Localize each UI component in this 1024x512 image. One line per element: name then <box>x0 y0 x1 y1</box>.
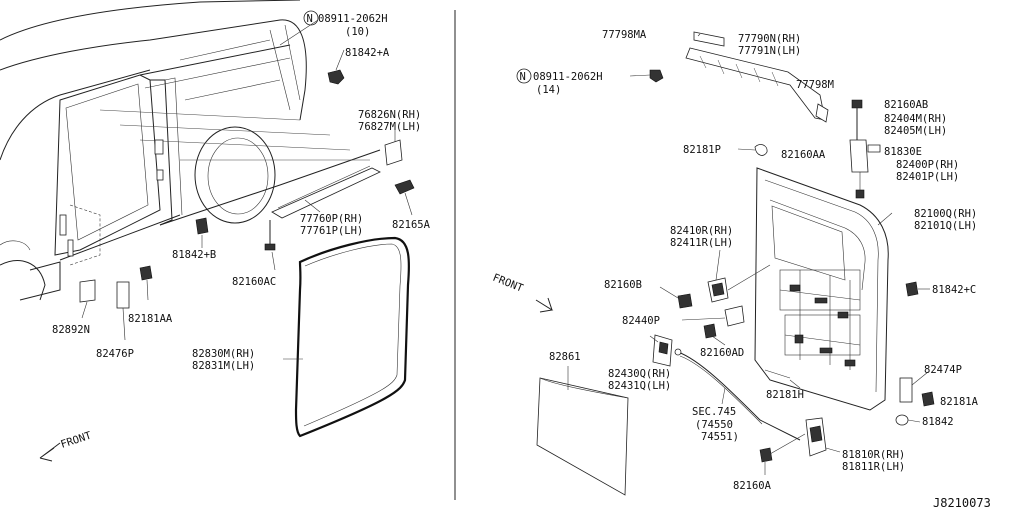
label-sec745: SEC.745 <box>692 406 736 418</box>
label-82165a: 82165A <box>392 219 431 231</box>
protector-82474p <box>899 371 929 403</box>
label-77790n: 77790N(RH) <box>738 33 801 45</box>
label-77798ma: 77798MA <box>602 29 647 41</box>
label-77760p: 77760P(RH) <box>300 213 363 225</box>
label-82160b: 82160B <box>604 279 642 291</box>
label-81842: 81842 <box>922 416 954 428</box>
screw-82160ac <box>264 220 276 271</box>
label-82181p: 82181P <box>683 144 721 156</box>
label-82411r: 82411R(LH) <box>670 237 733 249</box>
label-82430q: 82430Q(RH) <box>608 368 671 380</box>
lower-rail-76826n <box>384 128 403 166</box>
label-82892n: 82892N <box>52 324 90 336</box>
label-82404m: 82404M(RH) <box>884 113 947 125</box>
label-82160a: 82160A <box>733 480 772 492</box>
label-bolt-left-qty: (10) <box>345 26 370 38</box>
diagram-reference: J8210073 <box>933 496 991 510</box>
clip-82181a <box>921 391 935 407</box>
label-81830e: 81830E <box>884 146 922 158</box>
label-82101q: 82101Q(LH) <box>914 220 977 232</box>
label-82474p: 82474P <box>924 364 962 376</box>
label-82160ad: 82160AD <box>700 347 744 359</box>
label-82401p: 82401P(LH) <box>896 171 959 183</box>
label-81842b: 81842+B <box>172 249 216 261</box>
label-76826n: 76826N(RH) <box>358 109 421 121</box>
front-label-right: FRONT <box>491 272 525 295</box>
lock-bracket-82410r <box>707 249 771 303</box>
label-76827m: 76827M(LH) <box>358 121 421 133</box>
label-bolt-right: 08911-2062H <box>533 71 603 83</box>
label-82100q: 82100Q(RH) <box>914 208 977 220</box>
label-77761p: 77761P(LH) <box>300 225 363 237</box>
label-82405m: 82405M(LH) <box>884 125 947 137</box>
front-arrow-left: FRONT <box>39 429 94 462</box>
clip-81842b <box>195 217 209 248</box>
label-82160ac: 82160AC <box>232 276 276 288</box>
label-bolt-left: 08911-2062H <box>318 13 388 25</box>
label-82181aa: 82181AA <box>128 313 173 325</box>
small-parts-lower-left <box>79 265 153 341</box>
label-sec745-b: 74551) <box>701 431 739 443</box>
door-cable-sec745 <box>674 348 801 441</box>
n-symbol-right: N <box>520 71 526 83</box>
latch-82440p <box>681 305 745 327</box>
upper-rail-77790n <box>685 31 829 123</box>
body-side-illustration <box>0 0 381 301</box>
n-symbol-left: N <box>307 13 313 25</box>
screw-82160ad <box>703 323 726 346</box>
label-81842a: 81842+A <box>345 47 390 59</box>
front-label-left: FRONT <box>59 429 93 450</box>
clip-81842c <box>905 281 930 297</box>
label-82160aa: 82160AA <box>781 149 826 161</box>
label-77791n: 77791N(LH) <box>738 45 801 57</box>
clip-82181p <box>737 144 768 156</box>
label-81811r: 81811R(LH) <box>842 461 905 473</box>
label-82400p: 82400P(RH) <box>896 159 959 171</box>
label-82440p: 82440P <box>622 315 660 327</box>
bolt-right-marker: N <box>516 68 664 84</box>
front-arrow-right: FRONT <box>491 272 554 313</box>
label-82861: 82861 <box>549 351 581 363</box>
label-81842c: 81842+C <box>932 284 976 296</box>
label-81810r: 81810R(RH) <box>842 449 905 461</box>
upper-roller-assembly <box>849 99 881 199</box>
label-77798m: 77798M <box>796 79 834 91</box>
handle-82430q <box>649 334 673 367</box>
clip-81842a <box>327 49 345 85</box>
sliding-door-panel <box>754 167 893 411</box>
label-bolt-right-qty: (14) <box>536 84 561 96</box>
label-82830m: 82830M(RH) <box>192 348 255 360</box>
screw-82160b <box>659 286 693 309</box>
label-82181a: 82181A <box>940 396 979 408</box>
sealing-screen-82861 <box>536 366 629 496</box>
screw-82160a <box>759 433 806 475</box>
label-82431q: 82431Q(LH) <box>608 380 671 392</box>
label-82410r: 82410R(RH) <box>670 225 733 237</box>
label-82831m: 82831M(LH) <box>192 360 255 372</box>
label-82160ab: 82160AB <box>884 99 928 111</box>
label-82181h: 82181H <box>766 389 804 401</box>
clip-82181h <box>764 369 801 389</box>
bolt-82165a <box>394 179 415 216</box>
plug-81842 <box>895 414 921 426</box>
label-sec745-a: (74550 <box>695 419 733 431</box>
bolt-left-marker: N <box>279 10 319 46</box>
label-82476p: 82476P <box>96 348 134 360</box>
door-weatherstrip-82830m <box>283 236 411 438</box>
lower-hinge-81810r <box>805 417 841 457</box>
step-molding-77760p <box>271 165 381 219</box>
